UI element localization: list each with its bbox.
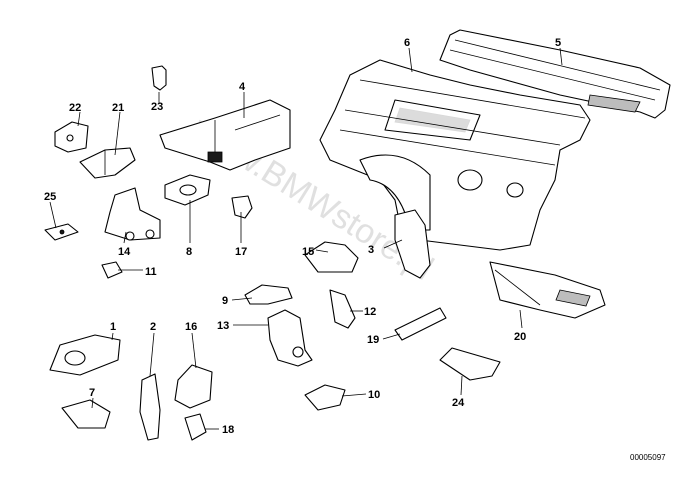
callout-labels: 6 5 4 23 22 21 25 14 8 17 11 15 3 9 13 1… xyxy=(44,37,561,436)
callout-16: 16 xyxy=(185,321,197,333)
callout-22: 22 xyxy=(69,102,81,114)
callout-1: 1 xyxy=(110,321,116,333)
part-11-clip xyxy=(101,261,123,279)
callout-23: 23 xyxy=(151,101,163,113)
part-1-bracket xyxy=(49,334,121,376)
part-20-tray xyxy=(489,261,606,319)
callout-2: 2 xyxy=(150,321,156,333)
part-4-bracket xyxy=(159,99,291,171)
part-21-bracket xyxy=(79,147,136,179)
callout-13: 13 xyxy=(217,320,229,332)
part-14-support xyxy=(104,187,161,241)
callout-7: 7 xyxy=(89,387,95,399)
callout-20: 20 xyxy=(514,331,526,343)
part-7-pad xyxy=(61,399,111,429)
part-13-support xyxy=(267,309,313,367)
callout-19: 19 xyxy=(367,334,379,346)
part-25-plate xyxy=(44,223,79,241)
part-23-clip xyxy=(151,65,167,91)
callout-14: 14 xyxy=(118,246,131,258)
leader-lines xyxy=(49,47,563,430)
part-19-rail xyxy=(394,307,447,341)
part-10-bracket xyxy=(304,384,346,411)
callout-5: 5 xyxy=(555,37,561,49)
part-12-bracket xyxy=(329,289,356,329)
part-22-bracket xyxy=(54,121,89,153)
callout-17: 17 xyxy=(235,246,247,258)
callout-25: 25 xyxy=(44,191,56,203)
callout-11: 11 xyxy=(145,266,157,278)
callout-12: 12 xyxy=(364,306,376,318)
callout-4: 4 xyxy=(239,81,246,93)
diagram-code: 00005097 xyxy=(630,453,666,462)
part-3-bracket xyxy=(394,209,431,279)
part-18-clip xyxy=(184,413,207,441)
part-17-clip xyxy=(231,195,253,219)
part-15-bracket xyxy=(304,241,359,273)
part-16-bracket xyxy=(174,364,213,409)
callout-6: 6 xyxy=(404,37,410,49)
callout-24: 24 xyxy=(452,397,465,409)
part-24-plate xyxy=(439,347,501,381)
callout-18: 18 xyxy=(222,424,234,436)
callout-3: 3 xyxy=(368,244,374,256)
part-8-plate xyxy=(164,174,211,206)
callout-15: 15 xyxy=(302,246,314,258)
part-5-cowl xyxy=(439,29,671,119)
part-2-strap xyxy=(139,373,161,441)
callout-10: 10 xyxy=(368,389,380,401)
callout-8: 8 xyxy=(186,246,192,258)
callout-9: 9 xyxy=(222,295,228,307)
callout-21: 21 xyxy=(112,102,124,114)
part-9-bracket xyxy=(244,284,293,305)
